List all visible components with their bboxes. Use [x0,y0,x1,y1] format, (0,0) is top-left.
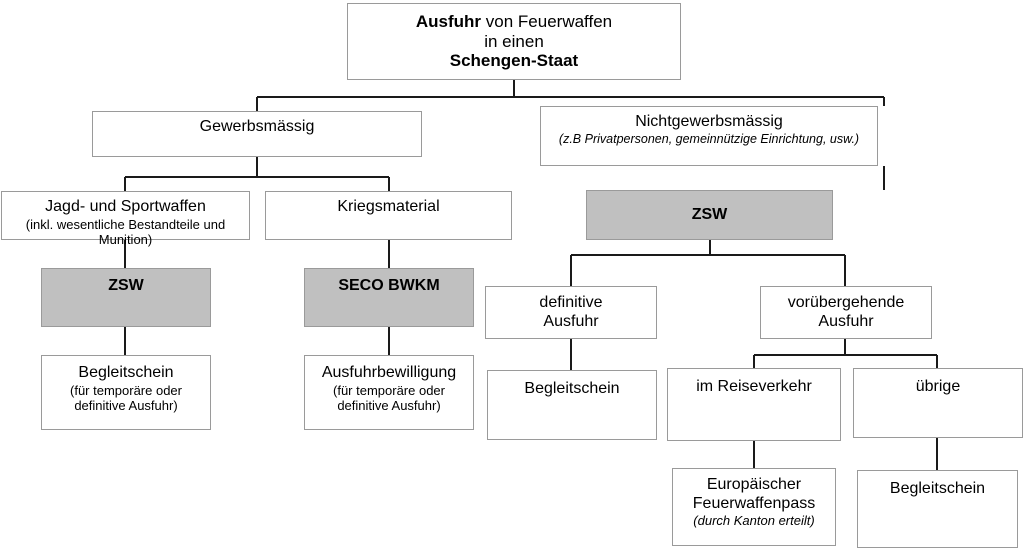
node-root: Ausfuhr von Feuerwaffen in einen Schenge… [347,3,681,80]
node-root-line2: in einen [484,31,544,51]
node-gewerbsmaessig-title: Gewerbsmässig [199,118,315,135]
node-begleitschein-jagd-sub2: definitive Ausfuhr) [74,397,178,413]
node-root-line1-bold: Ausfuhr [415,11,482,31]
node-definitive-ausfuhr-line1: definitive [539,293,603,311]
node-voruebergehende-ausfuhr: vorübergehende Ausfuhr [760,286,932,339]
node-voruebergehende-ausfuhr-line1: vorübergehende [787,293,905,311]
node-begleitschein-definitiv: Begleitschein [487,370,657,440]
node-begleitschein-uebrige-title: Begleitschein [889,480,986,497]
node-seco-bwkm-title: SECO BWKM [338,277,440,294]
node-zsw-jagd-title: ZSW [108,277,144,294]
node-nichtgewerbsmaessig-title: Nichtgewerbsmässig [635,113,783,130]
node-ausfuhrbewilligung-title: Ausfuhrbewilligung [321,364,457,381]
node-root-line1-rest: von Feuerwaffen [481,11,613,31]
node-begleitschein-uebrige: Begleitschein [857,470,1018,548]
node-europaeischer-feuerwaffenpass: Europäischer Feuerwaffenpass (durch Kant… [672,468,836,546]
node-ausfuhrbewilligung-sub2: definitive Ausfuhr) [337,397,441,413]
node-root-line1: Ausfuhr von Feuerwaffen [352,12,676,32]
node-europaeischer-feuerwaffenpass-sub: (durch Kanton erteilt) [693,513,815,529]
node-jagd-sportwaffen-title: Jagd- und Sportwaffen [45,198,206,215]
node-im-reiseverkehr-title: im Reiseverkehr [696,378,812,395]
node-zsw-nichtgewerblich: ZSW [586,190,833,240]
node-root-line3: Schengen-Staat [449,51,579,71]
node-europaeischer-feuerwaffenpass-line1: Europäischer [706,476,802,493]
node-begleitschein-jagd-title: Begleitschein [78,364,174,381]
node-gewerbsmaessig: Gewerbsmässig [92,111,422,157]
node-jagd-sportwaffen-subtitle: (inkl. wesentliche Bestandteile und Muni… [25,216,226,247]
node-uebrige-title: übrige [915,378,961,395]
node-nichtgewerbsmaessig: Nichtgewerbsmässig (z.B Privatpersonen, … [540,106,878,166]
node-definitive-ausfuhr-line2: Ausfuhr [543,312,599,330]
node-zsw-jagd: ZSW [41,268,211,327]
node-nichtgewerbsmaessig-subtitle: (z.B Privatpersonen, gemeinnützige Einri… [558,131,860,146]
node-definitive-ausfuhr: definitive Ausfuhr [485,286,657,339]
node-ausfuhrbewilligung: Ausfuhrbewilligung (für temporäre oder d… [304,355,474,430]
node-begleitschein-jagd-sub1: (für temporäre oder [70,382,182,398]
node-jagd-sportwaffen: Jagd- und Sportwaffen (inkl. wesentliche… [1,191,250,247]
node-begleitschein-jagd: Begleitschein (für temporäre oder defini… [41,355,211,430]
node-seco-bwkm: SECO BWKM [304,268,474,327]
node-im-reiseverkehr: im Reiseverkehr [667,368,841,441]
node-kriegsmaterial-title: Kriegsmaterial [337,198,440,215]
node-voruebergehende-ausfuhr-line2: Ausfuhr [818,312,874,330]
node-begleitschein-definitiv-title: Begleitschein [524,380,620,397]
node-europaeischer-feuerwaffenpass-line2: Feuerwaffenpass [692,494,816,512]
node-ausfuhrbewilligung-sub1: (für temporäre oder [333,382,445,398]
node-zsw-nichtgewerblich-title: ZSW [691,205,728,223]
node-uebrige: übrige [853,368,1023,438]
node-kriegsmaterial: Kriegsmaterial [265,191,512,240]
